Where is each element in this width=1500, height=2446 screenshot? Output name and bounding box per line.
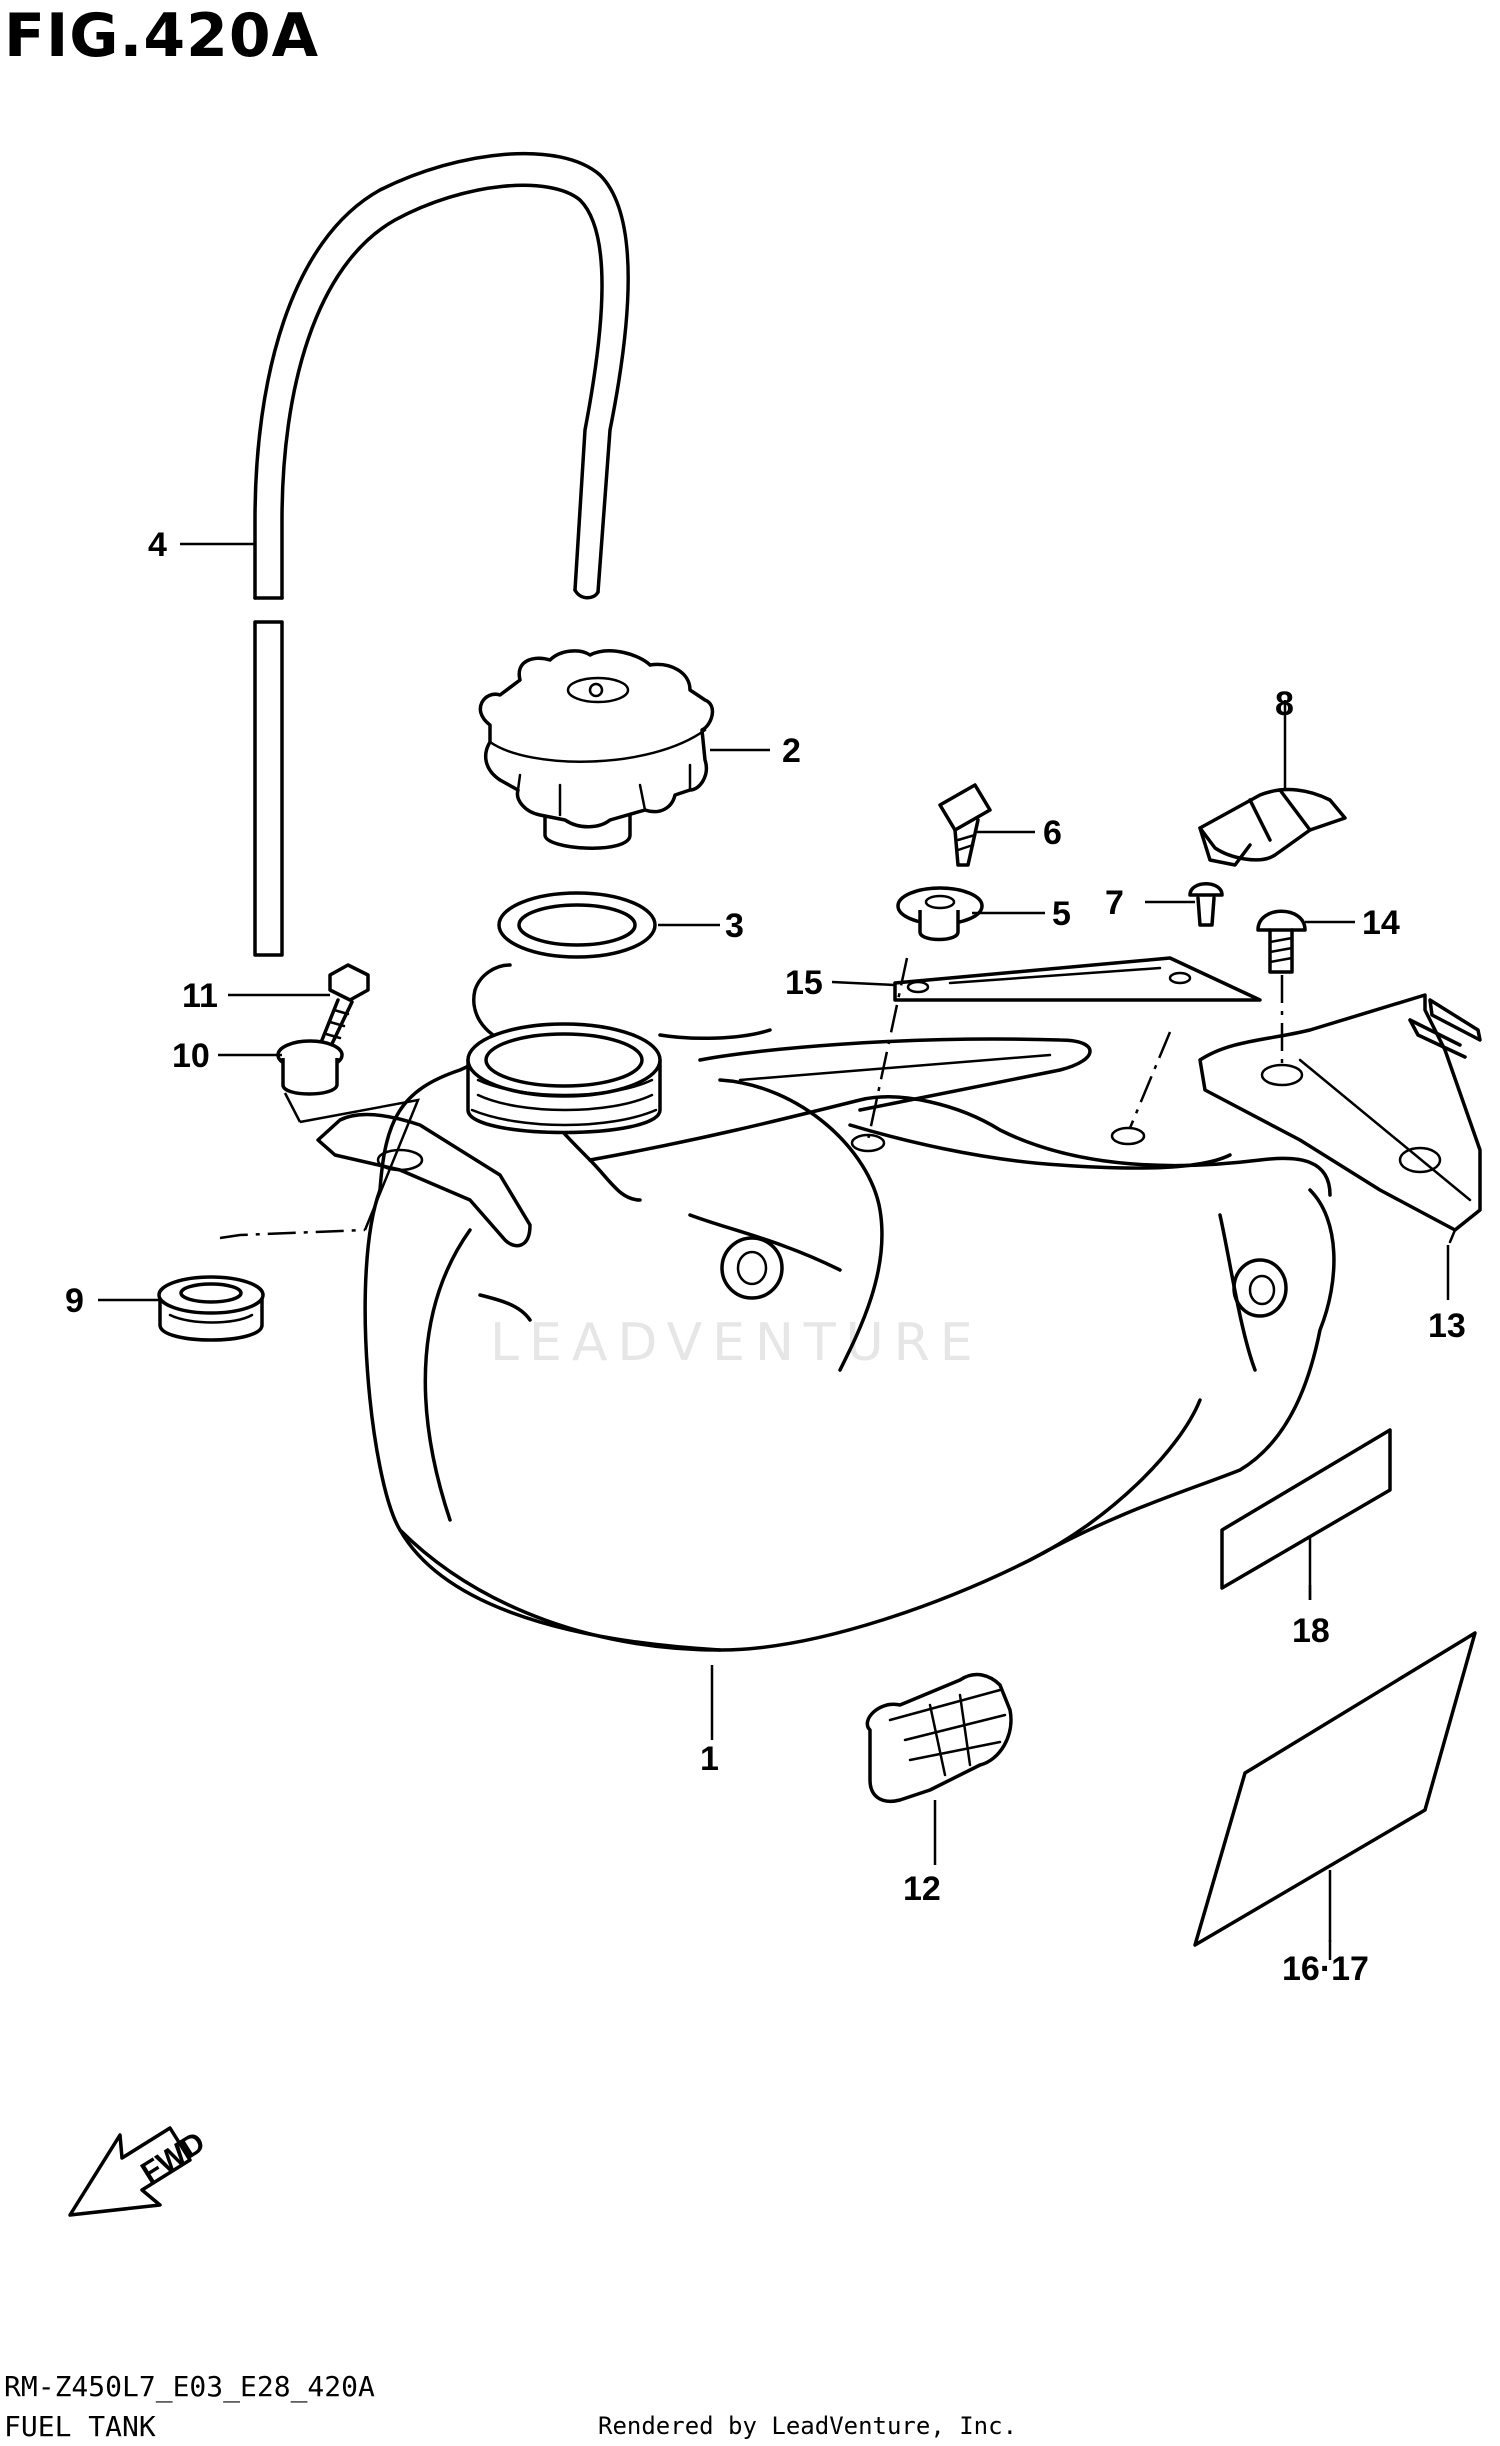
cap-gasket: [497, 891, 657, 959]
callout-13: 13: [1428, 1307, 1466, 1345]
fwd-arrow: FWD: [68, 2126, 211, 2217]
rubber-cushion: [865, 1672, 1013, 1803]
watermark-text: LEADVENTURE: [490, 1313, 983, 1373]
label-18-sheet: [1220, 1428, 1392, 1590]
callout-4: 4: [148, 526, 167, 564]
breather-hose: [253, 151, 630, 957]
hose-clip: [1198, 787, 1347, 867]
screw-7: [1188, 882, 1224, 927]
callout-15: 15: [785, 964, 823, 1002]
collar: [276, 1039, 344, 1096]
tank-bracket: [1198, 993, 1482, 1244]
fuel-cap: [478, 649, 715, 850]
guard-plate: [893, 956, 1262, 1002]
callout-7: 7: [1105, 884, 1124, 922]
callout-16-17: 16·17: [1282, 1950, 1369, 1988]
figure-title: FIG.420A: [4, 1, 320, 71]
callout-3: 3: [725, 907, 744, 945]
flange-bolt-14: [1256, 909, 1307, 974]
callout-11: 11: [182, 977, 218, 1015]
model-code: RM-Z450L7_E03_E28_420A: [4, 2370, 375, 2403]
callout-10: 10: [172, 1037, 210, 1075]
callout-9: 9: [65, 1282, 84, 1320]
screw-6: [938, 783, 992, 867]
callout-1: 1: [700, 1740, 719, 1778]
callout-2: 2: [782, 732, 801, 770]
credit-text: Rendered by LeadVenture, Inc.: [598, 2412, 1018, 2440]
callout-8: 8: [1275, 685, 1294, 723]
label-16-17-sheet: [1193, 1631, 1477, 1947]
rubber-washer: [896, 886, 984, 942]
callout-18: 18: [1292, 1612, 1330, 1650]
leader-lines: [98, 542, 1450, 1960]
flange-bolt-11: [318, 963, 370, 1050]
section-name: FUEL TANK: [4, 2410, 156, 2443]
grommet: [157, 1275, 265, 1342]
fuel-tank: [316, 963, 1336, 1652]
callout-12: 12: [903, 1870, 941, 1908]
callout-5: 5: [1052, 895, 1071, 933]
callout-6: 6: [1043, 814, 1062, 852]
callout-14: 14: [1362, 904, 1400, 942]
